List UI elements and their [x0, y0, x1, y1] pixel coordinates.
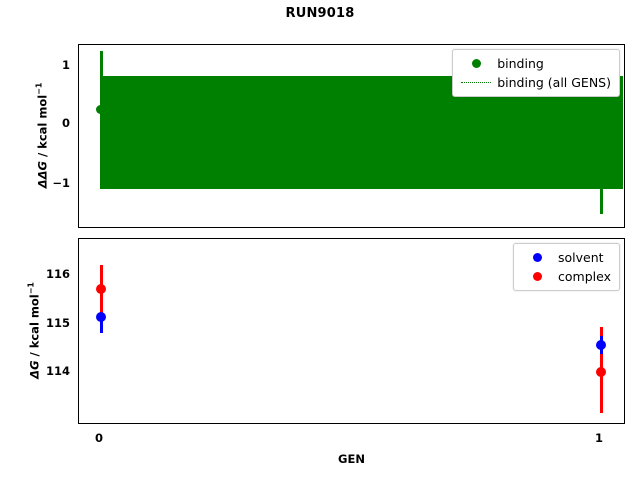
binding-all-gens-line-icon — [459, 82, 493, 83]
complex-errorbar-gen0 — [99, 265, 103, 330]
top-ytick-mark-0 — [78, 65, 79, 67]
dg-data-layer — [79, 239, 624, 423]
dg-legend[interactable]: solvent complex — [513, 243, 620, 291]
binding-marker-gen1 — [596, 150, 605, 159]
legend-item-binding[interactable]: binding — [459, 54, 611, 73]
bottom-ytick-label-0: 116 — [45, 267, 70, 281]
binding-marker-icon — [459, 59, 493, 68]
bottom-xtick-label-0: 0 — [94, 431, 103, 445]
legend-item-binding-all-gens[interactable]: binding (all GENS) — [459, 73, 611, 92]
bottom-ytick-label-2: 114 — [45, 364, 70, 378]
bottom-ytick-mark-2 — [78, 372, 79, 374]
bottom-xtick-mark-1 — [600, 423, 602, 424]
ddg-legend[interactable]: binding binding (all GENS) — [452, 49, 620, 97]
bottom-ytick-mark-0 — [78, 275, 79, 277]
solvent-errorbar-gen0 — [99, 321, 103, 333]
solvent-marker-gen0 — [96, 312, 106, 322]
complex-marker-icon — [520, 272, 554, 281]
legend-item-solvent[interactable]: solvent — [520, 248, 611, 267]
dg-plot-area: solvent complex — [78, 238, 625, 424]
solvent-marker-gen1 — [596, 340, 606, 350]
top-ytick-mark-2 — [78, 183, 79, 185]
top-panel-ylabel: ΔΔG / kcal mol−1 — [35, 55, 50, 215]
binding-errorbar-gen1 — [599, 70, 603, 214]
legend-label-solvent: solvent — [558, 250, 604, 265]
legend-label-binding: binding — [497, 56, 544, 71]
bottom-ytick-label-1: 115 — [45, 316, 70, 330]
legend-label-complex: complex — [558, 269, 611, 284]
bottom-xlabel: GEN — [338, 452, 365, 466]
top-ytick-label-1: 0 — [61, 116, 70, 130]
ddg-plot-area: binding binding (all GENS) — [78, 44, 625, 228]
bottom-ytick-mark-1 — [78, 323, 79, 325]
legend-label-binding-all-gens: binding (all GENS) — [497, 75, 611, 90]
binding-marker-gen0 — [96, 105, 105, 114]
solvent-marker-icon — [520, 253, 554, 262]
top-xtick-mark-1 — [600, 227, 602, 228]
binding-errorbar-gen0 — [99, 51, 103, 189]
top-ylabel-exponent: −1 — [34, 82, 44, 95]
bottom-xtick-mark-0 — [100, 423, 102, 424]
legend-item-complex[interactable]: complex — [520, 267, 611, 286]
top-ytick-label-2: −1 — [52, 176, 70, 190]
top-ytick-mark-1 — [78, 124, 79, 126]
complex-marker-gen0 — [96, 284, 106, 294]
figure-title: RUN9018 — [285, 6, 355, 21]
top-ytick-label-0: 1 — [61, 58, 70, 72]
bottom-xtick-label-1: 1 — [594, 431, 603, 445]
top-xtick-mark-0 — [100, 227, 102, 228]
complex-marker-gen1 — [596, 367, 606, 377]
bottom-ylabel-exponent: −1 — [26, 281, 36, 295]
